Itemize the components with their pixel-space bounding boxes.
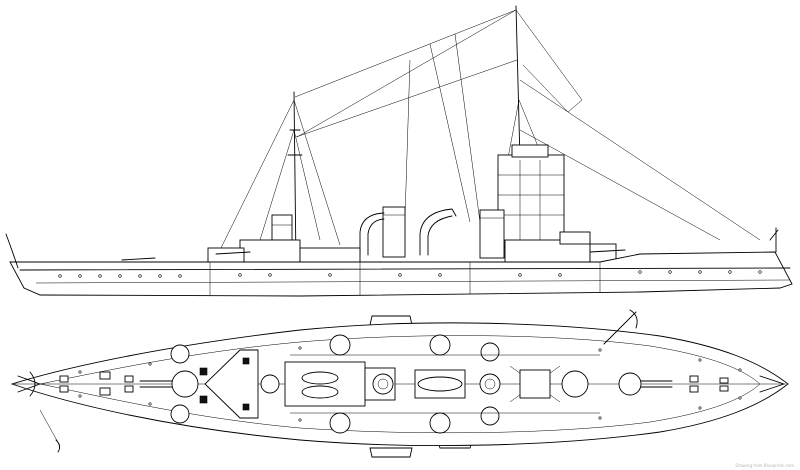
wing-turrets [329,334,589,434]
bow-details [17,371,134,453]
aft-details [603,309,785,396]
plan-view [10,309,789,458]
foremast [271,91,303,266]
portholes [58,270,762,278]
funnels [382,206,505,259]
midship-deck [284,354,600,414]
superstructure [207,231,617,265]
mainmast [497,5,565,248]
deck-fittings [78,346,742,422]
forward-turret [139,344,199,424]
side-elevation-view [5,5,793,297]
rigging-lines [219,9,761,251]
credit-watermark: Drawing from Blueprints.com [735,463,794,468]
bridge-plan [199,349,280,419]
boat-cranes [359,208,457,256]
